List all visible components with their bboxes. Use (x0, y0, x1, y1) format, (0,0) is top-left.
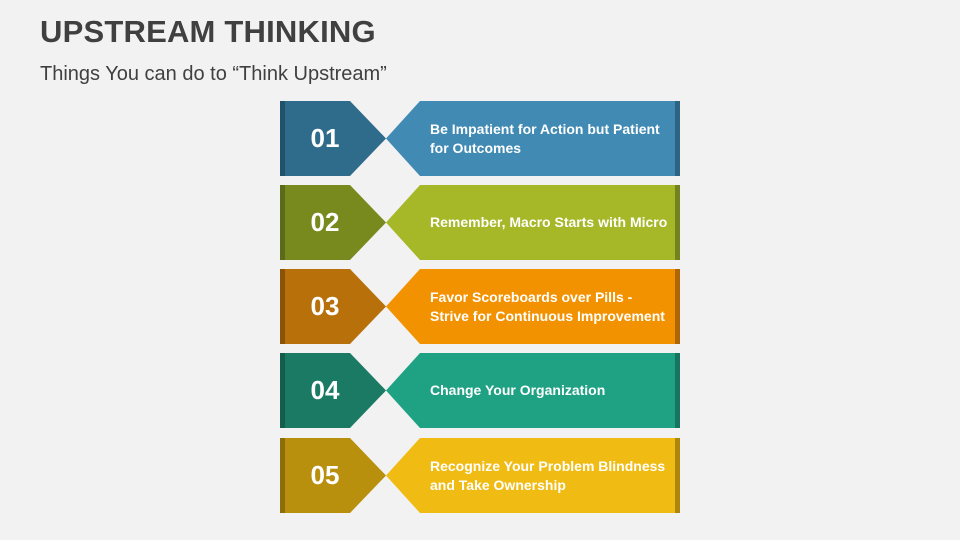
step-number: 04 (310, 375, 340, 405)
step-item-02: 02 Remember, Macro Starts with Micro (280, 185, 680, 260)
step-number: 02 (310, 207, 340, 237)
chevron-shape-icon (280, 185, 680, 260)
step-number: 01 (310, 123, 340, 153)
chevron-shape-icon (280, 438, 680, 513)
step-item-04: 04 Change Your Organization (280, 353, 680, 428)
slide-title: UPSTREAM THINKING (40, 14, 376, 49)
step-number: 05 (310, 460, 340, 490)
step-text: Be Impatient for Action but Patient for … (430, 120, 660, 156)
step-text: Favor Scoreboards over Pills - Strive fo… (430, 288, 665, 324)
chevron-shape-icon (280, 101, 680, 176)
step-item-03: 03 Favor Scoreboards over Pills - Strive … (280, 269, 680, 344)
step-text: Remember, Macro Starts with Micro (430, 214, 668, 230)
chevron-shape-icon (280, 353, 680, 428)
step-number: 03 (310, 291, 340, 321)
step-item-05: 05 Recognize Your Problem Blindness and T… (280, 438, 680, 513)
chevron-shape-icon (280, 269, 680, 344)
step-text: Change Your Organization (430, 382, 606, 398)
step-text: Recognize Your Problem Blindness and Tak… (430, 457, 666, 493)
slide-subtitle: Things You can do to “Think Upstream” (40, 63, 387, 85)
step-item-01: 01 Be Impatient for Action but Patient fo… (280, 101, 680, 176)
